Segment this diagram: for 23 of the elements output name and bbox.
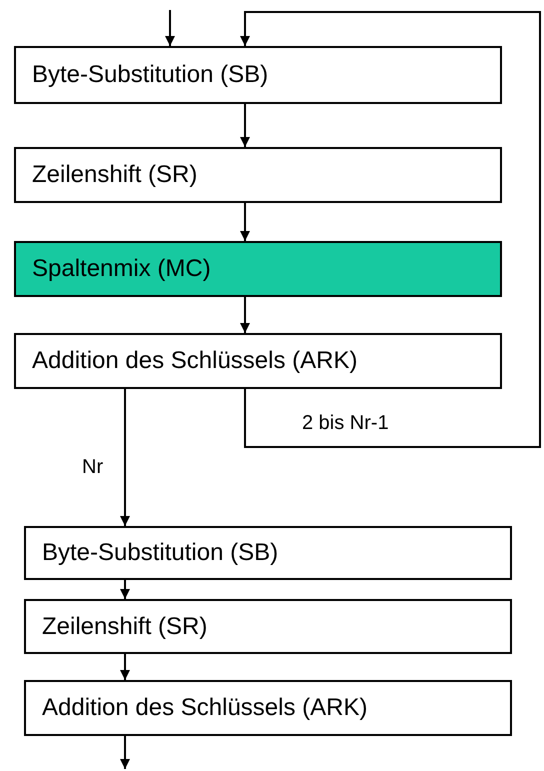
box-label: Byte-Substitution (SB) <box>42 539 278 567</box>
box-label: Zeilenshift (SR) <box>32 161 198 189</box>
process-box <box>14 241 502 297</box>
process-box <box>14 147 502 203</box>
arrow <box>165 10 175 46</box>
arrow <box>120 654 130 680</box>
box-label: Byte-Substitution (SB) <box>32 61 268 89</box>
process-box <box>24 680 512 736</box>
box-label: Spaltenmix (MC) <box>32 255 211 283</box>
box-label: Addition des Schlüssels (ARK) <box>42 694 368 722</box>
arrow <box>240 104 250 147</box>
process-box <box>14 333 502 389</box>
box-label: Zeilenshift (SR) <box>42 612 208 640</box>
arrow <box>120 580 130 599</box>
process-box <box>24 526 512 580</box>
box-label: Addition des Schlüssels (ARK) <box>32 347 358 375</box>
process-box <box>14 46 502 104</box>
arrow <box>240 203 250 241</box>
arrow <box>240 297 250 333</box>
arrow <box>120 389 130 526</box>
process-box <box>24 599 512 654</box>
arrow <box>240 11 541 448</box>
arrow <box>120 736 130 769</box>
